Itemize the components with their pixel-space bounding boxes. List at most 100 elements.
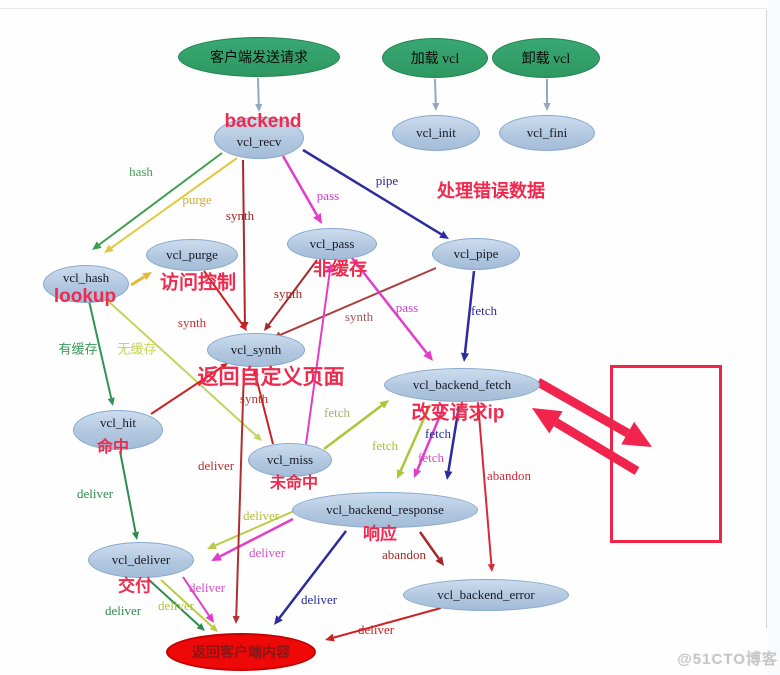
node-label: 客户端发送请求 — [210, 51, 308, 66]
node-label: vcl_hit — [99, 415, 137, 430]
edge-label-5-synth: synth — [177, 315, 207, 330]
edge-label-11-fetch: fetch — [324, 405, 350, 420]
node-vcl-fini: vcl_fini — [499, 115, 595, 151]
edge-label-12-fetch: fetch — [372, 438, 398, 453]
edge-load-to-init — [432, 78, 440, 111]
edge-label-17-deliver: deliver — [76, 486, 114, 501]
edge-deliver-to-client-2 — [160, 579, 218, 632]
edge-response-to-error — [418, 531, 444, 566]
node-label: vcl_miss — [266, 452, 314, 467]
edge-recv-to-pass — [281, 155, 322, 224]
node-vcl-recv: vcl_recv — [214, 117, 304, 159]
edge-client-to-recv — [255, 77, 263, 112]
edge-label-1-purge: purge — [182, 192, 212, 207]
edge-label-21-abandon: abandon — [486, 468, 532, 483]
edge-label-24-deliver: deliver — [104, 603, 142, 618]
edge-label-7-synth: synth — [344, 309, 374, 324]
node-vcl-backend-fetch: vcl_backend_fetch — [384, 368, 540, 402]
node-label: 返回客户端内容 — [192, 646, 290, 661]
edge-backend-fetch-to-response-2 — [413, 405, 446, 478]
edge-pass-to-backend-fetch — [351, 257, 433, 361]
node-label: 加载 vcl — [410, 52, 460, 67]
edge-label-6-synth: synth — [273, 286, 303, 301]
edge-label-27-deliver: deliver — [357, 622, 395, 637]
node-vcl-pipe: vcl_pipe — [432, 238, 520, 270]
node-label: vcl_fini — [526, 125, 568, 140]
node-vcl-pass: vcl_pass — [287, 228, 377, 260]
node-label: vcl_synth — [230, 342, 282, 357]
edge-label-9-fetch: fetch — [471, 303, 497, 318]
watermark: @51CTO博客 — [677, 651, 778, 668]
node-vcl-miss: vcl_miss — [248, 443, 332, 477]
edge-label-13-fetch: fetch — [425, 426, 451, 441]
edge-label-19-deliver: deliver — [242, 508, 280, 523]
response-note: 响应 — [363, 524, 397, 544]
node-vcl-deliver: vcl_deliver — [88, 542, 194, 578]
return-custom-page-note: 返回自定义页面 — [197, 366, 345, 389]
node-vcl-hit: vcl_hit — [73, 410, 163, 450]
edge-response-to-client — [274, 530, 347, 625]
right-gutter — [767, 0, 780, 675]
edge-hit-to-synth — [150, 363, 228, 415]
edge-response-to-deliver-2 — [211, 517, 294, 561]
edge-deliver-to-client-1 — [147, 578, 205, 631]
edge-label-26-deliver: deliver — [300, 592, 338, 607]
node-return-client: 返回客户端内容 — [166, 633, 316, 671]
backend-note: backend — [224, 111, 302, 132]
edge-label-25-deliver: deliver — [157, 598, 195, 613]
edge-backend-fetch-to-error — [477, 402, 495, 572]
edge-response-to-deliver-1 — [207, 510, 295, 550]
edge-label-10-synth: synth — [239, 391, 269, 406]
node-label: vcl_backend_fetch — [412, 377, 512, 392]
edge-label-14-fetch: fetch — [418, 450, 444, 465]
node-vcl-purge: vcl_purge — [146, 239, 238, 271]
node-label: vcl_pass — [309, 236, 355, 251]
node-label: vcl_pipe — [453, 246, 499, 261]
edge-deliver-to-client-3 — [182, 576, 214, 623]
hit-note: 命中 — [96, 439, 130, 456]
node-label: 卸载 vcl — [521, 52, 571, 67]
node-label: vcl_hash — [62, 270, 110, 285]
node-vcl-synth: vcl_synth — [207, 333, 305, 367]
edge-hash-to-purge — [130, 272, 152, 287]
edge-recv-to-hash-purge — [104, 157, 238, 253]
edge-label-20-deliver: deliver — [248, 545, 286, 560]
edge-purge-to-synth — [203, 270, 247, 331]
edge-recv-to-hash-hash — [92, 152, 223, 250]
node-label: vcl_init — [416, 125, 456, 140]
edge-backend-fetch-to-response-3 — [444, 405, 461, 480]
edge-pipe-to-backend-fetch — [460, 270, 476, 362]
node-label: vcl_purge — [166, 247, 218, 262]
no-cache-note: 非缓存 — [313, 259, 367, 279]
edge-label-2-synth: synth — [225, 208, 255, 223]
node-unload-vcl: 卸载 vcl — [492, 38, 600, 78]
node-vcl-init: vcl_init — [392, 115, 480, 151]
page-top-border — [0, 8, 780, 9]
lookup-note: lookup — [53, 286, 117, 307]
edge-label-15-有缓存: 有缓存 — [58, 341, 98, 357]
node-label: vcl_recv — [236, 134, 282, 149]
edge-backend-fetch-to-response-1 — [396, 404, 432, 479]
node-label: vcl_deliver — [111, 552, 171, 567]
node-vcl-hash: vcl_hash — [43, 265, 129, 303]
edge-label-23-deliver: deliver — [188, 580, 226, 595]
miss-note: 未命中 — [269, 475, 319, 492]
node-vcl-backend-response: vcl_backend_response — [292, 492, 478, 528]
edge-label-18-deliver: deliver — [197, 458, 235, 473]
edge-highlight-arrow-2 — [532, 408, 640, 475]
edge-hit-to-deliver — [119, 450, 140, 540]
content-right-border — [766, 10, 767, 628]
edge-label-8-pass: pass — [395, 300, 419, 315]
change-request-ip-note: 改变请求ip — [411, 402, 505, 424]
edge-recv-to-synth — [241, 159, 249, 330]
highlight-rectangle — [610, 365, 722, 543]
edge-miss-to-synth — [252, 369, 274, 445]
edge-miss-to-backend-fetch — [323, 400, 389, 450]
handle-error-data-note: 处理错误数据 — [437, 181, 545, 201]
node-label: vcl_backend_error — [437, 587, 535, 602]
edge-label-4-pipe: pipe — [375, 173, 399, 188]
deliver-note: 交付 — [118, 576, 152, 596]
node-client-request: 客户端发送请求 — [178, 37, 340, 77]
